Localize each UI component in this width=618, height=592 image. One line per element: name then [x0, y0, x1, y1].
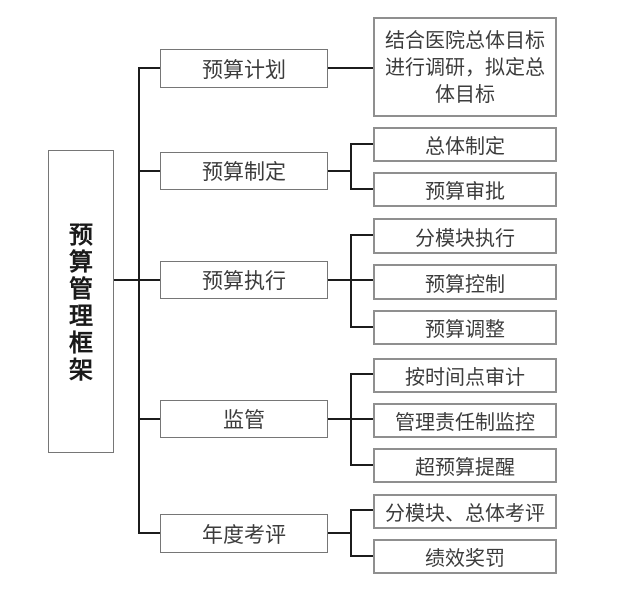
leaf-node-label: 预算控制 [425, 271, 505, 296]
branch-node-label: 预算制定 [202, 160, 286, 184]
main-trunk-line [138, 67, 140, 534]
connector-trunk-branch-1 [138, 67, 160, 69]
branch-node-budget-plan: 预算计划 [160, 49, 328, 88]
connector-leaf-4-1 [350, 373, 373, 375]
leaf-node-label: 预算调整 [425, 317, 505, 341]
connector-branch-5-stub [328, 532, 352, 534]
connector-leaf-4-3 [350, 464, 373, 466]
root-node-budget-management-framework: 预算管理框架 [48, 150, 114, 453]
leaf-node-budget-control: 预算控制 [373, 264, 557, 300]
branch-node-budget-formulation: 预算制定 [160, 152, 328, 190]
leaf-node-module-overall-review: 分模块、总体考评 [373, 494, 557, 529]
leaf-node-label: 结合医院总体目标进行调研，拟定总体目标 [385, 27, 545, 106]
leaf-node-responsibility-monitoring: 管理责任制监控 [373, 403, 557, 438]
leaf-node-module-execution: 分模块执行 [373, 218, 557, 254]
leaf-node-label: 分模块执行 [415, 225, 515, 250]
connector-trunk-branch-2 [138, 170, 160, 172]
leaf-node-research-goals: 结合医院总体目标进行调研，拟定总体目标 [373, 17, 557, 117]
connector-leaf-2-1 [350, 143, 373, 145]
subtrunk-branch-3 [350, 234, 352, 328]
leaf-node-label: 超预算提醒 [415, 455, 515, 479]
branch-node-label: 预算计划 [202, 57, 286, 82]
connector-trunk-branch-5 [138, 532, 160, 534]
leaf-node-label: 预算审批 [425, 179, 505, 203]
connector-leaf-2-2 [350, 188, 373, 190]
subtrunk-branch-5 [350, 509, 352, 557]
branch-node-label: 监管 [223, 408, 265, 432]
connector-leaf-5-1 [350, 509, 373, 511]
leaf-node-overall-formulation: 总体制定 [373, 127, 557, 162]
subtrunk-branch-2 [350, 143, 352, 190]
connector-root-trunk [113, 279, 160, 281]
connector-leaf-3-1 [350, 234, 373, 236]
branch-node-label: 年度考评 [202, 522, 286, 547]
branch-node-budget-execution: 预算执行 [160, 261, 328, 299]
leaf-node-budget-approval: 预算审批 [373, 172, 557, 207]
leaf-node-performance-rewards: 绩效奖罚 [373, 539, 557, 574]
connector-branch-2-stub [328, 170, 352, 172]
branch-node-supervision: 监管 [160, 400, 328, 438]
connector-leaf-3-3 [350, 326, 373, 328]
connector-leaf-5-2 [350, 555, 373, 557]
leaf-node-label: 总体制定 [425, 134, 505, 158]
branch-node-annual-review: 年度考评 [160, 514, 328, 553]
connector-trunk-branch-4 [138, 418, 160, 420]
subtrunk-branch-4 [350, 373, 352, 466]
leaf-node-label: 管理责任制监控 [395, 410, 535, 434]
leaf-node-label: 按时间点审计 [405, 365, 525, 389]
leaf-node-budget-adjustment: 预算调整 [373, 310, 557, 345]
leaf-node-label: 分模块、总体考评 [385, 501, 545, 525]
branch-node-label: 预算执行 [202, 269, 286, 293]
root-node-label: 预算管理框架 [69, 219, 93, 384]
leaf-node-timepoint-audit: 按时间点审计 [373, 358, 557, 393]
connector-branch-1-leaf [328, 67, 373, 69]
leaf-node-label: 绩效奖罚 [425, 546, 505, 570]
leaf-node-overbudget-alert: 超预算提醒 [373, 448, 557, 483]
